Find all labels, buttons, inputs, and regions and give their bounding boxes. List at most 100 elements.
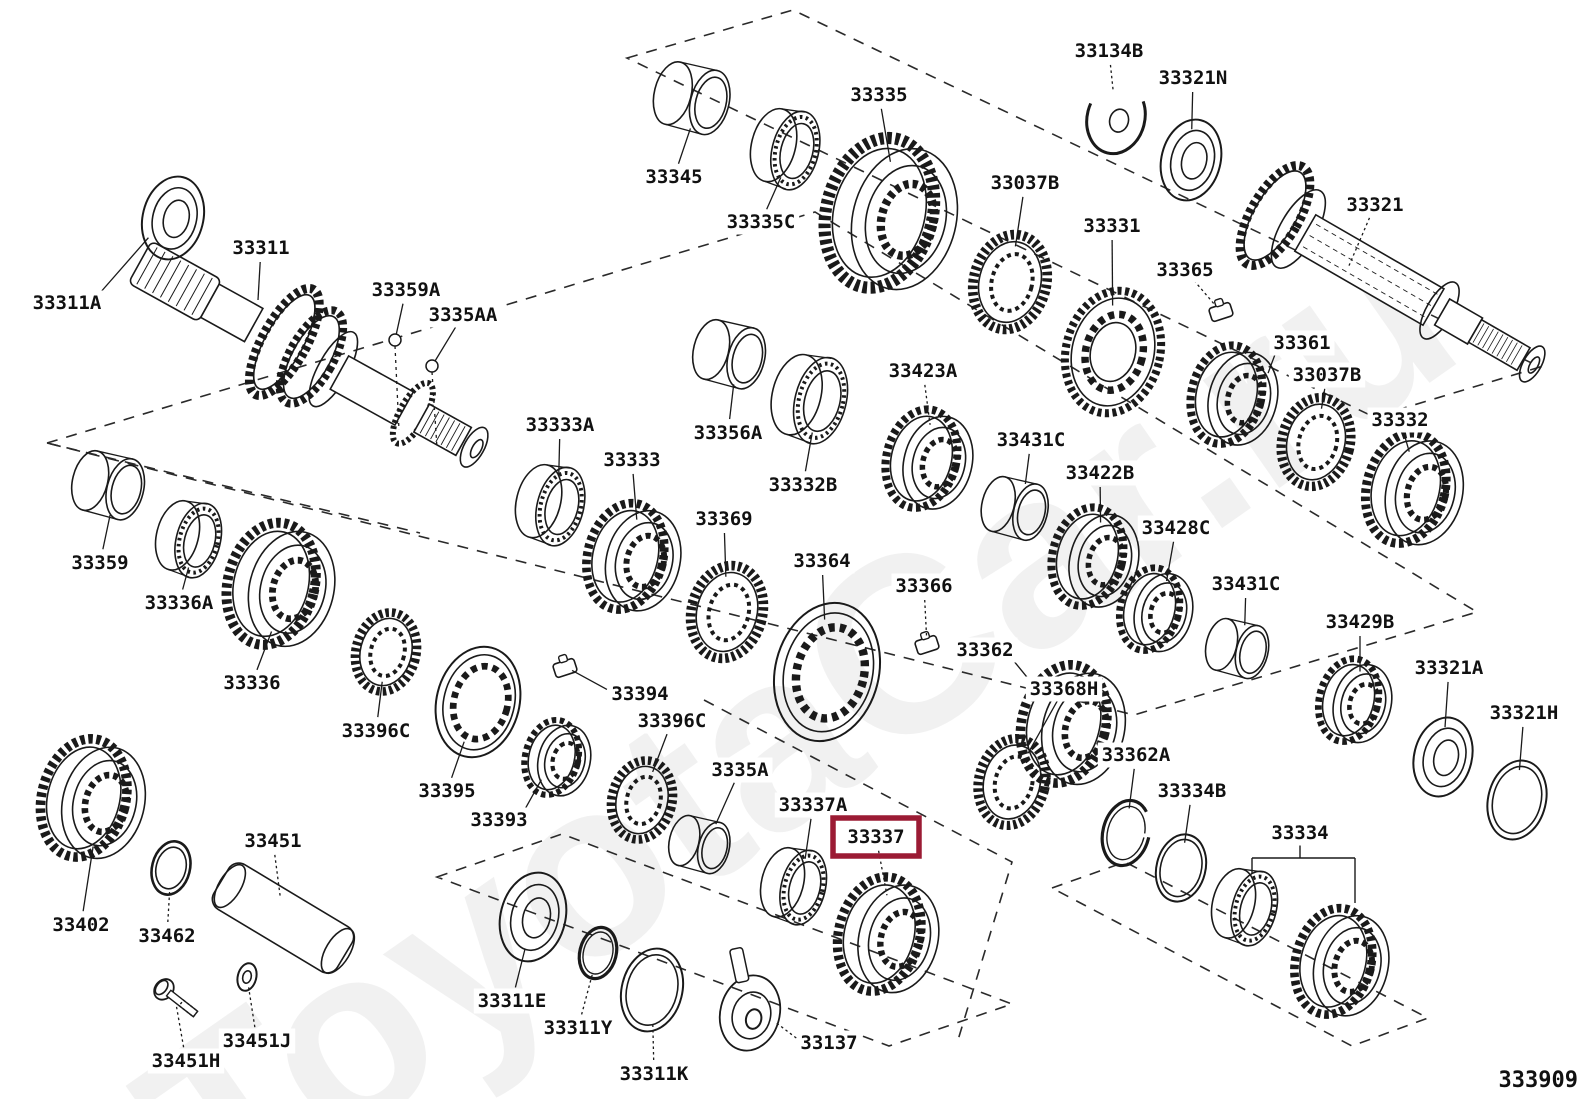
label-halo [1269, 330, 1335, 356]
part-label-33393: 33393 [470, 809, 527, 831]
part-label-33364: 33364 [793, 550, 850, 572]
label-halo [641, 164, 707, 190]
label-halo [1153, 778, 1231, 804]
label-halo [219, 670, 285, 696]
label-halo [633, 708, 711, 734]
part-drawing-33321A [1412, 716, 1474, 798]
part-label-33333A: 33333A [526, 414, 595, 436]
part-label-33311E: 33311E [478, 990, 547, 1012]
part-label-33336A: 33336A [145, 592, 214, 614]
part-label-33037B: 33037B [991, 172, 1060, 194]
label-halo [691, 506, 757, 532]
label-halo [140, 590, 218, 616]
part-drawing-33402 [35, 734, 147, 862]
label-halo [1485, 700, 1563, 726]
part-label-33337A: 33337A [779, 794, 848, 816]
part-drawing-33137 [718, 947, 782, 1052]
label-halo [599, 447, 665, 473]
part-drawing-33333 [582, 498, 682, 614]
part-label-33311A: 33311A [33, 292, 102, 314]
label-halo [1070, 38, 1148, 64]
label-halo [1410, 655, 1488, 681]
label-halo [28, 290, 106, 316]
part-drawing-33451J [236, 962, 258, 992]
part-label-33137: 33137 [800, 1032, 857, 1054]
parts [35, 61, 1548, 1052]
part-label-33134B: 33134B [1075, 40, 1144, 62]
part-drawing-33335 [818, 131, 959, 294]
part-label-33361: 33361 [1273, 332, 1330, 354]
part-label-33394: 33394 [611, 683, 668, 705]
part-drawing-33331 [1060, 286, 1166, 418]
part-label-33451H: 33451H [152, 1050, 221, 1072]
part-label-33331: 33331 [1083, 215, 1140, 237]
label-halo [147, 1048, 225, 1074]
part-label-33334B: 33334B [1158, 780, 1227, 802]
label-halo [1207, 571, 1285, 597]
label-halo [796, 1030, 862, 1056]
part-label-33334: 33334 [1271, 822, 1328, 844]
part-label-33368H: 33368H [1030, 678, 1099, 700]
part-label-33369: 33369 [695, 508, 752, 530]
part-drawing-33369 [685, 560, 769, 664]
part-drawing-33311Y [577, 925, 619, 981]
part-drawing-33393 [521, 716, 592, 798]
part-label-33321H: 33321H [1490, 702, 1559, 724]
part-label-33321N: 33321N [1159, 67, 1228, 89]
part-drawing-33332B [770, 353, 849, 445]
part-label-33037B: 33037B [1293, 364, 1362, 386]
label-halo [1267, 820, 1333, 846]
part-label-33345: 33345 [645, 166, 702, 188]
part-drawing-33362A [1100, 798, 1152, 868]
part-label-33451J: 33451J [223, 1030, 292, 1052]
label-halo [846, 82, 912, 108]
label-halo [218, 1028, 296, 1054]
part-label-33423A: 33423A [889, 360, 958, 382]
part-drawing-33356A [691, 318, 767, 390]
part-label-33362: 33362 [956, 639, 1013, 661]
label-halo [615, 1061, 693, 1087]
part-label-33311: 33311 [232, 237, 289, 259]
part-label-33332B: 33332B [769, 474, 838, 496]
part-drawing-33462 [150, 840, 192, 896]
part-drawing-33394 [552, 653, 578, 679]
part-drawing-33321N [1159, 118, 1223, 202]
part-label-33332: 33332 [1371, 409, 1428, 431]
label-halo [952, 637, 1018, 663]
label-halo [466, 807, 532, 833]
part-label-33422B: 33422B [1066, 462, 1135, 484]
part-drawing-33361 [1186, 341, 1279, 448]
part-drawing-33311K [619, 947, 685, 1033]
part-drawing-33333A [514, 463, 586, 547]
part-drawing-33428C [1115, 564, 1194, 654]
label-halo [764, 472, 842, 498]
label-halo [1321, 609, 1399, 635]
label-halo [473, 988, 551, 1014]
part-drawing-33311A [140, 175, 206, 261]
part-drawing-3335A [667, 814, 731, 875]
part-drawing-33396C [350, 608, 422, 696]
label-halo [722, 209, 800, 235]
label-halo [774, 792, 852, 818]
part-drawing-33359 [70, 449, 146, 521]
label-halo [707, 757, 773, 783]
part-label-33362A: 33362A [1102, 744, 1171, 766]
label-halo [992, 427, 1070, 453]
label-halo [228, 235, 294, 261]
label-halo [134, 923, 200, 949]
highlight-box-33337 [830, 815, 922, 859]
part-label-33336: 33336 [223, 672, 280, 694]
part-drawing-33311E [498, 871, 568, 963]
part-drawing-33451H [153, 978, 199, 1018]
label-halo [67, 550, 133, 576]
part-label-33428C: 33428C [1142, 517, 1211, 539]
label-halo [1154, 65, 1232, 91]
label-halo [1079, 213, 1145, 239]
part-label-33337: 33337 [847, 826, 904, 848]
input-shaft-drawing [129, 242, 489, 468]
label-halo [1367, 407, 1433, 433]
part-drawing-33037B [967, 229, 1053, 335]
label-halo [1152, 257, 1218, 283]
